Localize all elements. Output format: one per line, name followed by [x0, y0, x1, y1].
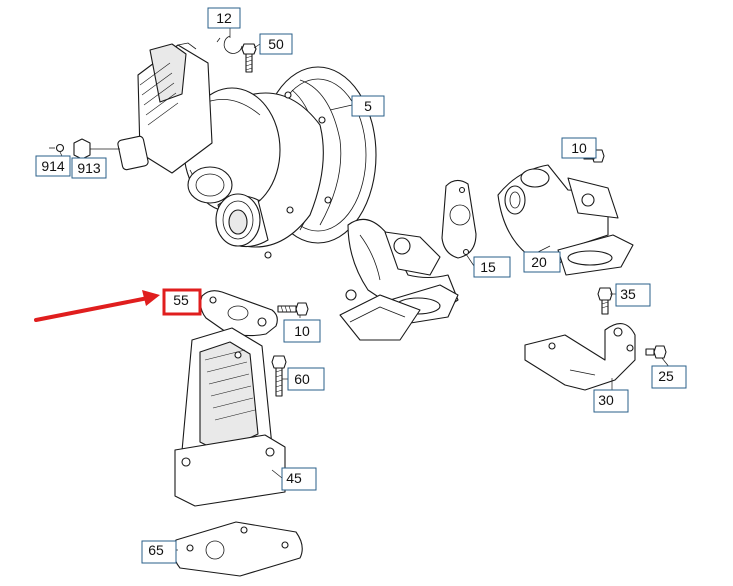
callout-60-label: 60: [294, 371, 310, 387]
callout-10-upper[interactable]: 10: [561, 137, 597, 159]
callout-35[interactable]: 35: [615, 283, 651, 307]
part-turbocharger-5: [183, 66, 377, 259]
part-bolt-60: [271, 355, 287, 397]
part-gasket-15: [441, 179, 477, 259]
callout-55-label: 55: [173, 292, 189, 308]
callout-914-label: 914: [41, 158, 65, 174]
part-exhaust-connector-20: [497, 164, 634, 276]
callout-55[interactable]: 55: [162, 288, 202, 316]
part-gasket-55: [200, 290, 278, 337]
part-gasket-65: [173, 521, 303, 577]
callout-5-label: 5: [364, 98, 372, 114]
callout-30[interactable]: 30: [593, 389, 629, 413]
part-support-bracket: [339, 294, 421, 341]
callout-20-label: 20: [531, 254, 547, 270]
callout-45-label: 45: [286, 470, 302, 486]
part-actuator: [117, 42, 213, 174]
callout-10-middle-label: 10: [294, 323, 310, 339]
callout-913-label: 913: [77, 160, 101, 176]
callout-913[interactable]: 913: [71, 157, 107, 179]
callout-60[interactable]: 60: [287, 367, 325, 391]
callout-45[interactable]: 45: [281, 467, 317, 491]
callout-30-label: 30: [598, 392, 614, 408]
part-bracket-30: [524, 323, 636, 391]
callout-15-label: 15: [480, 259, 496, 275]
callout-65-label: 65: [148, 542, 164, 558]
part-circlip-12: [216, 35, 243, 54]
callout-50-label: 50: [268, 36, 284, 52]
callout-12[interactable]: 12: [207, 7, 241, 29]
part-support-45: [174, 327, 286, 507]
callout-25-label: 25: [658, 368, 674, 384]
callout-15[interactable]: 15: [473, 256, 511, 278]
callout-65[interactable]: 65: [141, 540, 177, 564]
callout-55-highlight: [162, 288, 202, 316]
callout-50[interactable]: 50: [259, 33, 293, 55]
part-connector-913: [73, 138, 120, 160]
callout-20[interactable]: 20: [523, 251, 561, 273]
callout-25[interactable]: 25: [651, 365, 687, 389]
part-bolt-25: [645, 345, 667, 359]
callout-10-upper-label: 10: [571, 140, 587, 156]
part-bolt-50: [241, 43, 257, 73]
highlight-arrow: [34, 290, 160, 322]
part-clip-914: [49, 143, 65, 153]
callout-10-middle[interactable]: 10: [283, 319, 321, 343]
callout-35-label: 35: [620, 286, 636, 302]
callout-914[interactable]: 914: [35, 155, 71, 177]
callout-5[interactable]: 5: [351, 95, 385, 117]
callout-12-label: 12: [216, 10, 232, 26]
part-bolt-35: [597, 287, 613, 315]
part-bolt-10-middle: [277, 302, 309, 316]
